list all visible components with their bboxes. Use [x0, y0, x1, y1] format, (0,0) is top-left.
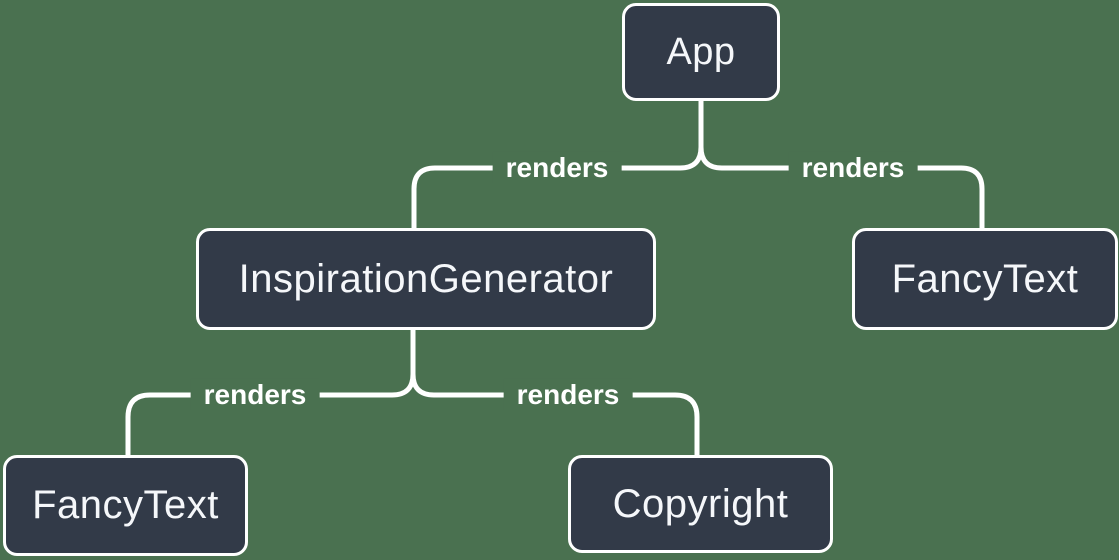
node-app: App	[622, 3, 780, 101]
node-label: InspirationGenerator	[238, 256, 614, 301]
node-label: FancyText	[32, 483, 219, 527]
node-label: Copyright	[612, 481, 789, 526]
edge-label-app-to-inspiration-generator: renders	[492, 151, 622, 185]
node-fancy-text-left: FancyText	[3, 455, 248, 556]
edge-label-inspiration-generator-to-copyright: renders	[503, 378, 633, 412]
edge-label-inspiration-generator-to-fancy-text-left: renders	[190, 378, 320, 412]
node-label: App	[666, 30, 736, 73]
edge-label-app-to-fancy-text-right: renders	[788, 151, 918, 185]
node-label: FancyText	[891, 256, 1079, 301]
node-inspiration-generator: InspirationGenerator	[196, 228, 656, 330]
node-fancy-text-right: FancyText	[852, 228, 1118, 330]
node-copyright: Copyright	[568, 455, 833, 553]
